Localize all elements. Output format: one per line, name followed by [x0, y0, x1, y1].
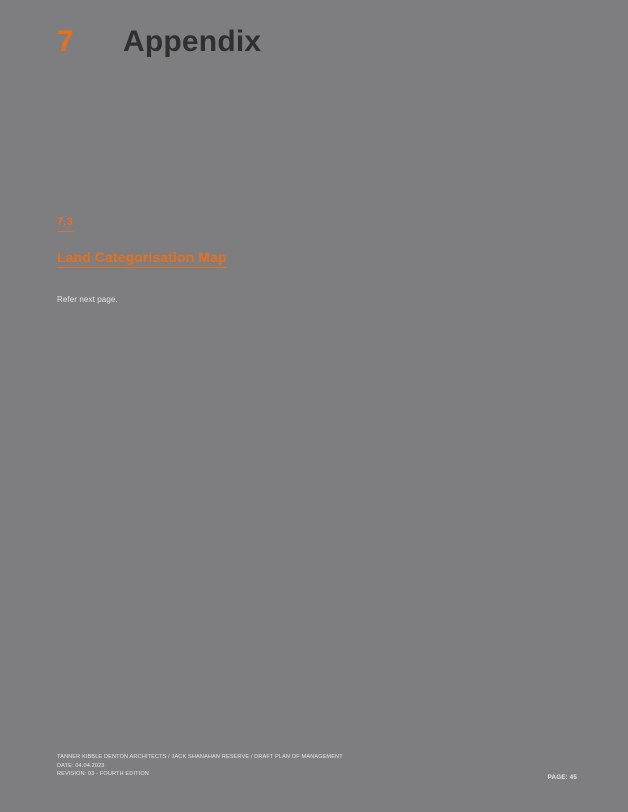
chapter-name: Appendix	[123, 25, 262, 58]
chapter-number: 7	[57, 25, 74, 58]
section-heading-block: 7.3 Land Categorisation Map	[57, 212, 227, 268]
footer: TANNER KIBBLE DENTON ARCHITECTS / JACK S…	[57, 753, 577, 779]
body-text: Refer next page.	[57, 295, 118, 304]
footer-date-line: DATE: 04.04.2023	[57, 762, 105, 769]
section-number: 7.3	[57, 216, 73, 232]
footer-revision-line: REVISION: 03 - FOURTH EDITION	[57, 771, 149, 778]
chapter-title: 7 Appendix	[57, 27, 261, 57]
page-number: PAGE: 45	[547, 774, 577, 781]
section-title: Land Categorisation Map	[57, 249, 227, 268]
footer-project-line: TANNER KIBBLE DENTON ARCHITECTS / JACK S…	[57, 754, 343, 760]
